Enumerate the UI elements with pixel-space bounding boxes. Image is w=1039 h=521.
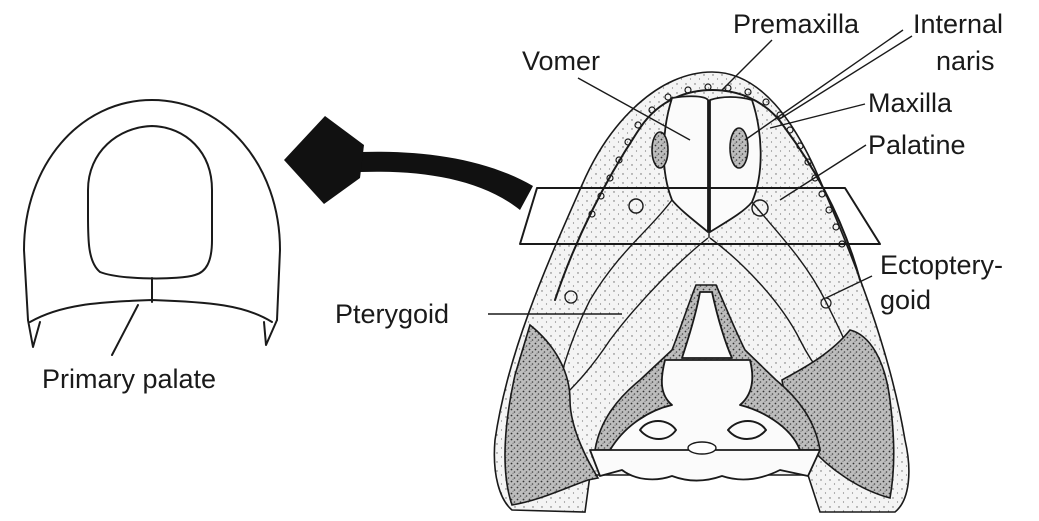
maxilla-label: Maxilla (868, 88, 953, 118)
primary-palate-schematic: Primary palate (24, 100, 280, 394)
right-tooth (264, 320, 277, 345)
ectopterygoid-label-line1: Ectoptery- (880, 250, 1003, 280)
skull-palate-ventral: Premaxilla Internal naris Vomer Maxilla … (335, 9, 1003, 512)
foramen-magnum (688, 442, 716, 454)
internal-naris-right (730, 128, 748, 168)
premaxilla-label: Premaxilla (733, 9, 860, 39)
direction-arrow (284, 116, 533, 210)
palate-lower-edge (30, 300, 272, 322)
left-tooth (28, 320, 40, 347)
ectopterygoid-label-line2: goid (880, 285, 931, 315)
palatine-label: Palatine (868, 130, 966, 160)
internal-naris-label-line2: naris (936, 46, 995, 76)
internal-naris-label-line1: Internal (913, 9, 1003, 39)
primary-palate-leader (112, 305, 138, 355)
primary-palate-label: Primary palate (42, 364, 216, 394)
arrow-shaft (360, 152, 533, 210)
internal-naris-left (652, 132, 668, 168)
internal-naris-leader (745, 30, 903, 140)
arrow-head (284, 116, 364, 204)
pterygoid-label: Pterygoid (335, 299, 449, 329)
oral-opening (88, 126, 212, 278)
vomer-label: Vomer (522, 46, 600, 76)
